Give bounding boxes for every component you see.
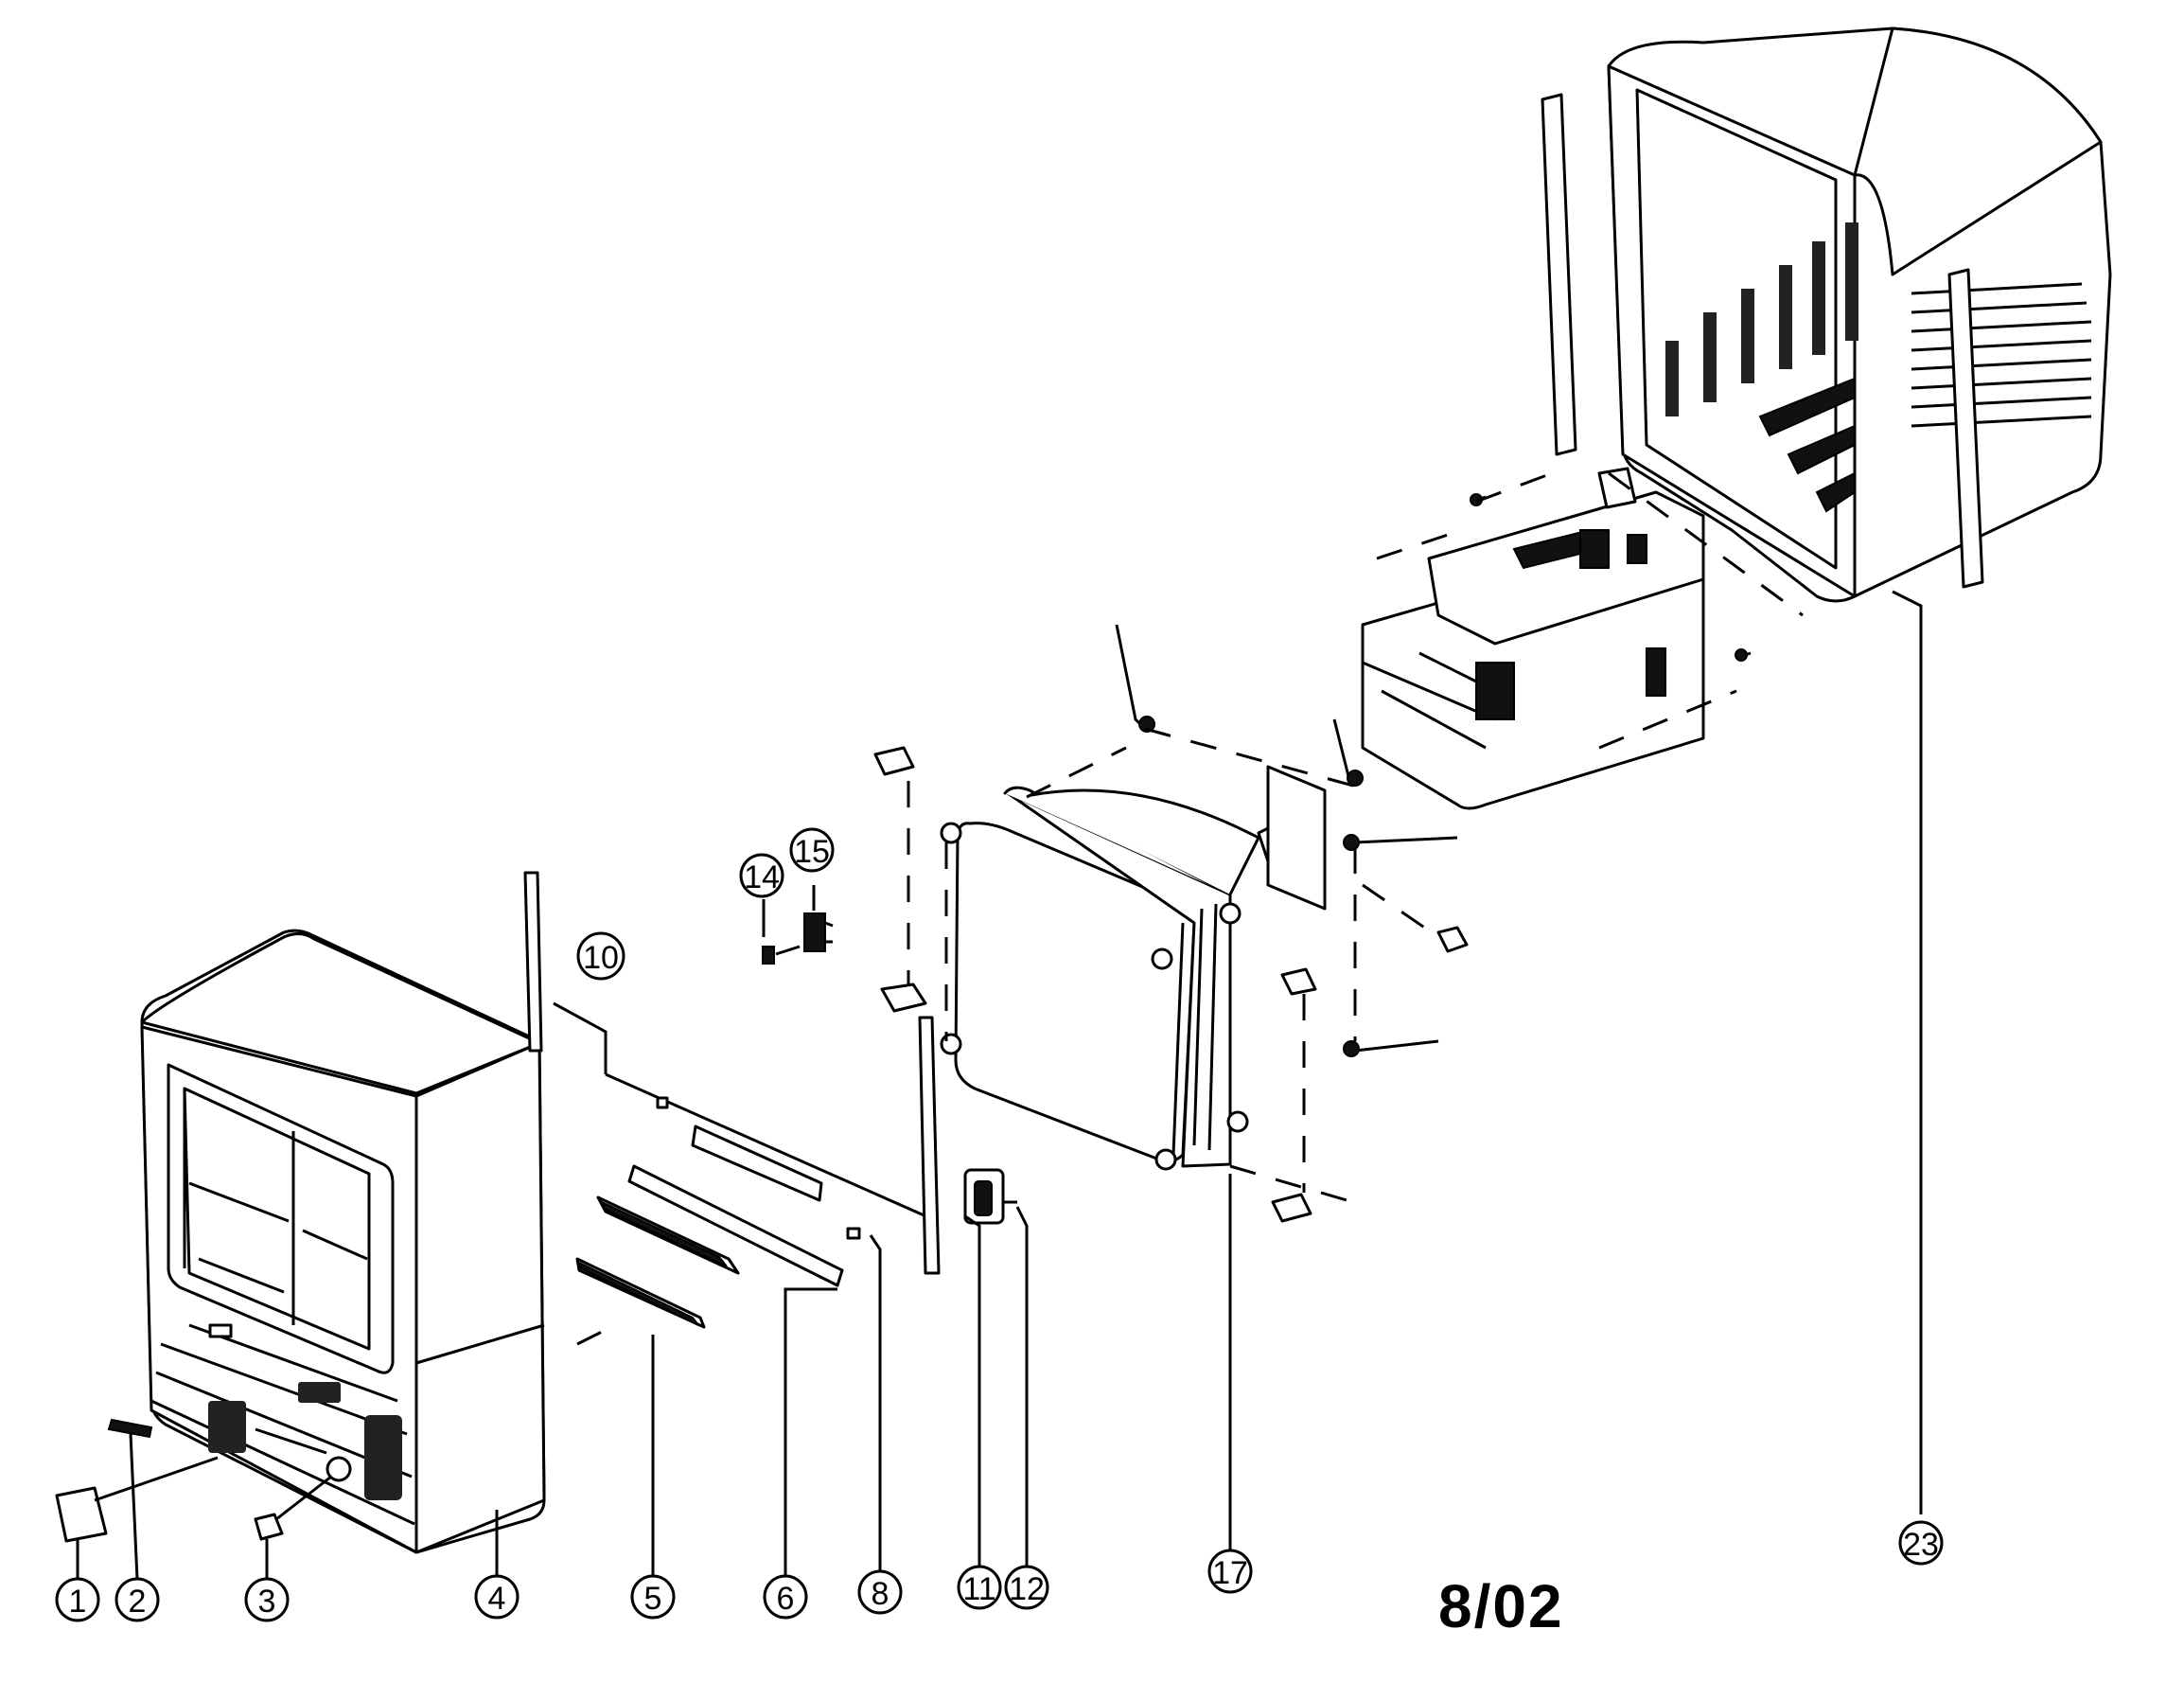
callout-11-label: 11 [962,1571,995,1607]
callout-6-label: 6 [777,1581,795,1617]
callout-23-label: 23 [1903,1527,1939,1563]
switch-part [963,1168,1017,1225]
callout-10: 10 [576,931,625,981]
callout-2: 2 [114,1577,160,1622]
rubber-pad-part [873,746,1469,1223]
callout-14: 14 [739,853,784,898]
top-right-leader [1144,727,1354,788]
drawing-date-code: 8/02 [1438,1572,1564,1640]
callout-3: 3 [244,1577,290,1622]
callout-5-label: 5 [644,1581,662,1617]
callout-14-label: 14 [744,859,780,895]
callout-8: 8 [857,1569,903,1615]
button-part [254,1475,332,1541]
callout-4: 4 [474,1574,520,1620]
bottom-leader [1229,1164,1354,1204]
front-cabinet-part [140,929,546,1554]
bracket-clip-part [803,912,834,952]
chassis-leader-top [1475,471,1553,504]
callout-5: 5 [630,1574,676,1620]
chassis-leader-left [1376,528,1463,560]
callout-1-label: 1 [69,1584,87,1620]
callout-12-label: 12 [1009,1571,1045,1607]
side-leader-2 [1362,883,1439,939]
callout-6: 6 [763,1574,808,1620]
callout-11: 11 [957,1565,1002,1610]
chassis-part [1361,467,1752,810]
callout-17: 17 [1207,1549,1253,1594]
callout-4-label: 4 [488,1581,506,1617]
middle-vertical-strip [918,1016,941,1275]
top-leader [1026,746,1127,799]
left-vertical-strip [523,871,543,1053]
callout-15: 15 [789,827,835,873]
small-clip-part [762,945,801,965]
small-door-part [55,1456,219,1543]
chassis-leader-bottom [1598,689,1737,750]
callout-8-label: 8 [872,1576,889,1612]
button-panel-part [575,1195,740,1346]
wire-leads-part [1115,624,1458,1057]
callout-15-label: 15 [794,834,830,870]
callout-leaders [76,590,1923,1580]
strip-part [627,1164,844,1287]
callout-3-label: 3 [258,1584,276,1620]
back-cover-part [1541,27,2112,603]
callout-1: 1 [55,1577,100,1622]
callout-10-label: 10 [583,940,619,976]
callout-12: 12 [1004,1565,1049,1610]
callout-2-label: 2 [129,1584,147,1620]
badge-strip-part [107,1418,153,1439]
picture-tube-part [940,765,1327,1171]
callout-17-label: 17 [1212,1555,1248,1591]
chassis-leader-right [1608,471,1804,617]
callout-23: 23 [1898,1520,1944,1566]
